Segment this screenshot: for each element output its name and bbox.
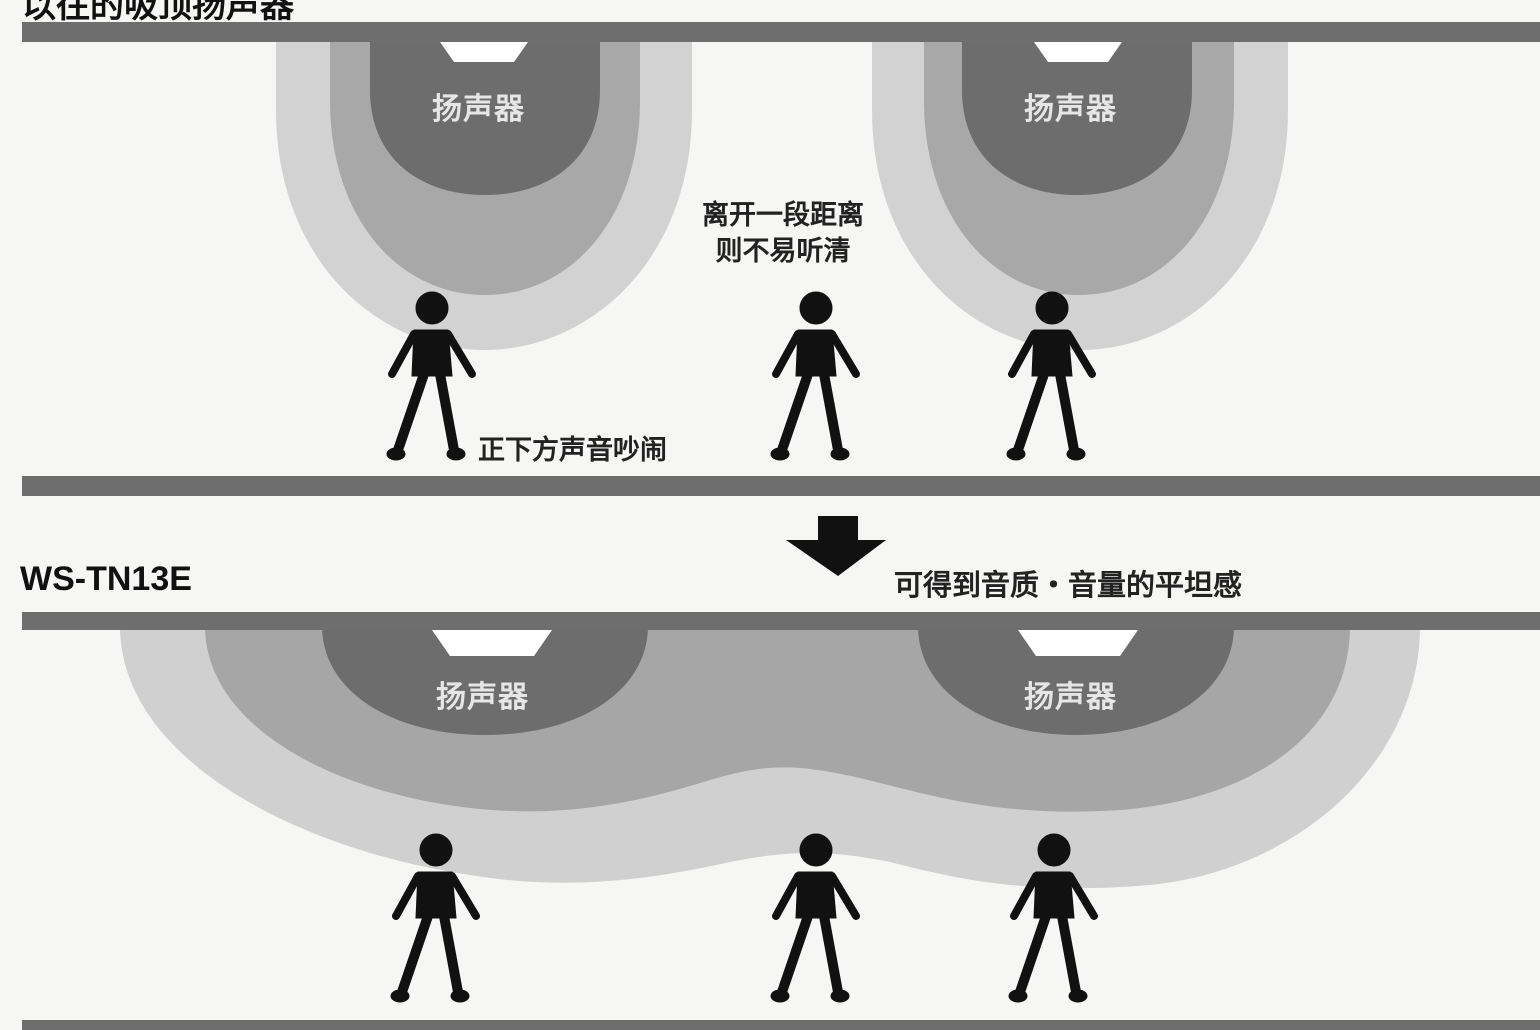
speaker-label: 扬声器 bbox=[432, 92, 525, 127]
bottom-panel bbox=[22, 612, 1540, 1030]
ceiling-bar bbox=[22, 22, 1540, 42]
sound-zone-top-left bbox=[276, 38, 692, 350]
down-arrow-icon bbox=[786, 516, 886, 576]
sound-zone-top-right bbox=[872, 38, 1288, 350]
ceiling-speaker-icon bbox=[432, 630, 552, 656]
top-panel bbox=[22, 22, 1540, 496]
zone-inner bbox=[370, 38, 600, 195]
zone-inner bbox=[322, 626, 648, 735]
walking-person-icon bbox=[771, 292, 856, 460]
distance-note-line1: 离开一段距离 bbox=[702, 200, 864, 231]
product-title: WS-TN13E bbox=[20, 560, 192, 598]
below-loud-note: 正下方声音吵闹 bbox=[478, 435, 667, 466]
speaker-label: 扬声器 bbox=[1024, 92, 1117, 127]
ceiling-speaker-icon bbox=[1018, 630, 1138, 656]
zone-inner bbox=[962, 38, 1192, 195]
floor-bar bbox=[22, 1020, 1540, 1030]
zone-inner bbox=[918, 626, 1234, 735]
distance-note: 离开一段距离 则不易听清 bbox=[688, 198, 878, 270]
ceiling-speaker-icon bbox=[440, 42, 528, 62]
speaker-label: 扬声器 bbox=[1024, 680, 1117, 715]
flat-sound-caption: 可得到音质・音量的平坦感 bbox=[894, 568, 1243, 602]
floor-bar bbox=[22, 476, 1540, 496]
sound-zone-bottom bbox=[120, 626, 1420, 889]
distance-note-line2: 则不易听清 bbox=[715, 236, 851, 267]
top-title: 以往的吸顶扬声器 bbox=[22, 0, 294, 25]
ceiling-bar bbox=[22, 612, 1540, 630]
ceiling-speaker-icon bbox=[1034, 42, 1122, 62]
walking-person-icon bbox=[771, 834, 856, 1002]
speaker-label: 扬声器 bbox=[436, 680, 529, 715]
